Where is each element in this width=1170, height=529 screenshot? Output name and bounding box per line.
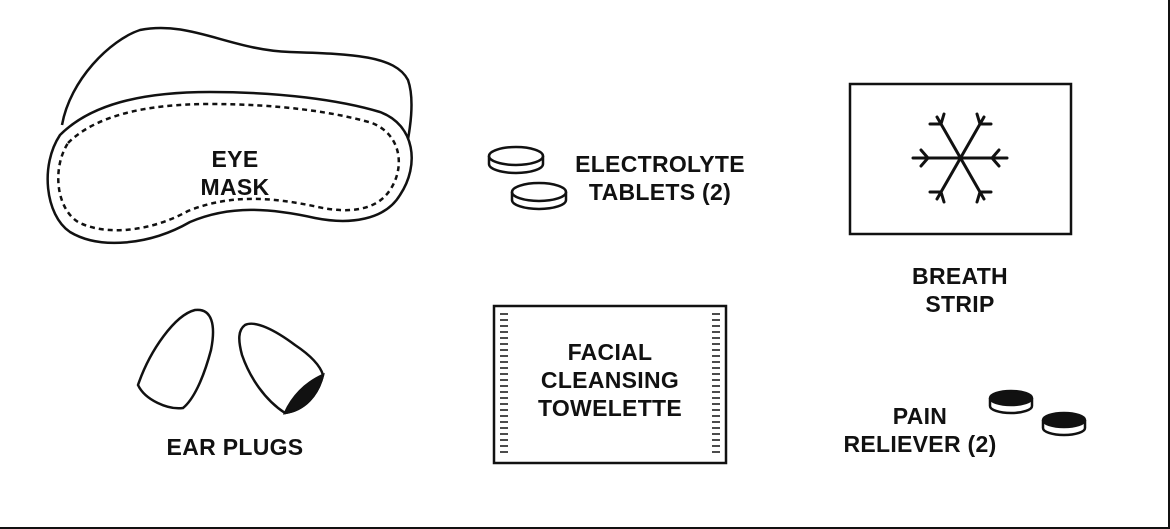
towelette-label-line: CLEANSING (540, 367, 680, 393)
eye-mask-label-line: EYE (211, 146, 259, 172)
pain-reliever-label-line: PAIN (892, 403, 948, 429)
breath-strip-label: BREATH STRIP (890, 262, 1030, 318)
towelette-label: FACIAL CLEANSING TOWELETTE (510, 338, 710, 422)
ear-plugs-label: EAR PLUGS (155, 433, 315, 461)
towelette-icon (492, 304, 728, 465)
tablet-icon (487, 145, 568, 211)
eye-mask-label-line: MASK (200, 174, 270, 200)
electrolyte-label-line: ELECTROLYTE (575, 151, 745, 177)
eye-mask-label: EYE MASK (180, 145, 290, 201)
electrolyte-label: ELECTROLYTE TABLETS (2) (560, 150, 760, 206)
ear-plug-icon (136, 308, 325, 415)
breath-strip-icon (848, 82, 1073, 236)
towelette-label-line: FACIAL (567, 339, 653, 365)
eye-mask-icon (46, 26, 413, 245)
breath-strip-label-line: STRIP (925, 291, 995, 317)
towelette-label-line: TOWELETTE (537, 395, 683, 421)
snowflake-icon (911, 112, 1009, 204)
pain-reliever-label-line: RELIEVER (2) (843, 431, 997, 457)
electrolyte-label-line: TABLETS (2) (588, 179, 732, 205)
ear-plugs-label-line: EAR PLUGS (166, 434, 304, 460)
breath-strip-label-line: BREATH (912, 263, 1008, 289)
pill-icon (988, 389, 1087, 437)
pain-reliever-label: PAIN RELIEVER (2) (820, 402, 1020, 458)
